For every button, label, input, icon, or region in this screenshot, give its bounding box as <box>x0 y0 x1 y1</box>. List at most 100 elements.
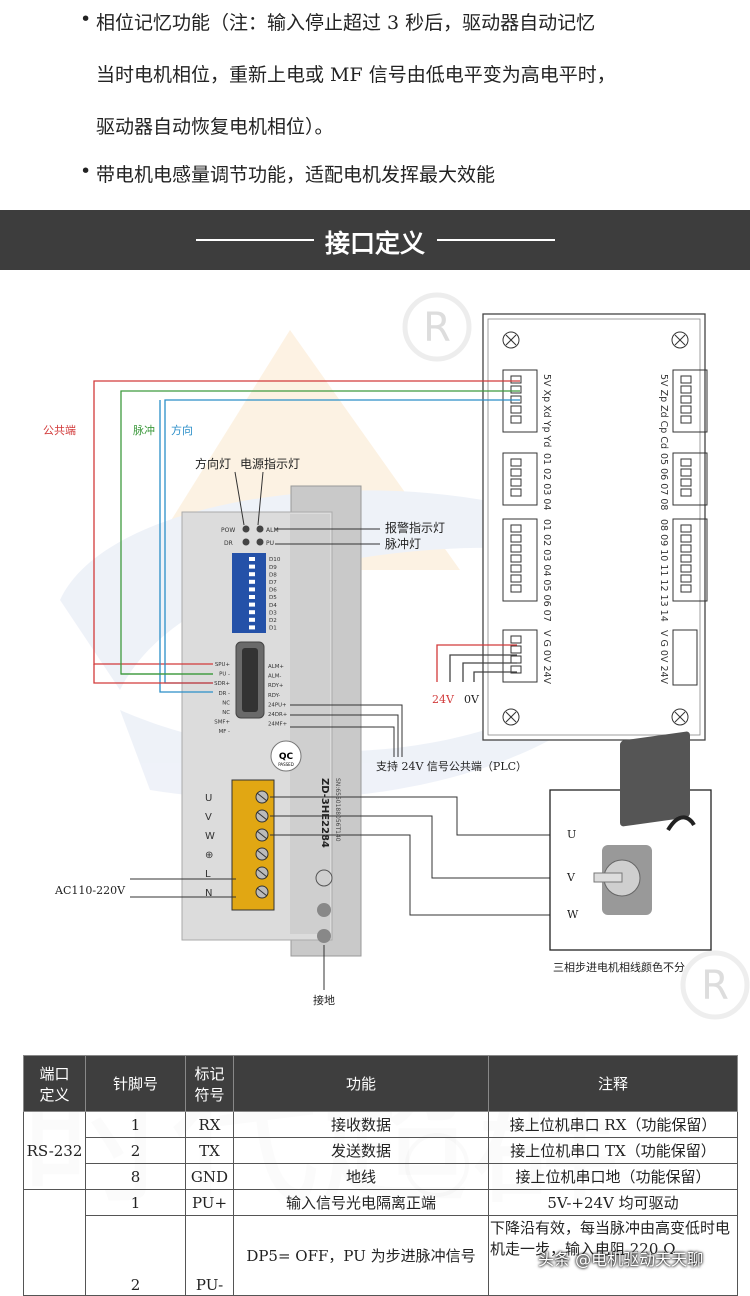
pin-label: 24DR+ <box>268 712 287 718</box>
pin-label: SPU+ <box>215 662 230 668</box>
note-cell: 接上位机串口 TX（功能保留） <box>488 1137 738 1164</box>
board-label: 08 09 10 11 12 13 14 <box>658 519 669 622</box>
registered-mark: R <box>423 305 451 351</box>
board-label: 5V Xp Xd Yp Yd <box>541 374 552 447</box>
ground-label: 接地 <box>313 994 335 1007</box>
dip-knob[interactable] <box>249 602 255 607</box>
dip-label: D8 <box>269 572 277 578</box>
header-port: 端口 定义 <box>23 1055 86 1112</box>
alm-led <box>256 525 264 533</box>
function-cell: 接收数据 <box>233 1111 489 1138</box>
dip-knob[interactable] <box>249 564 255 569</box>
banner-rule-right <box>437 239 555 241</box>
symbol-cell: GND <box>185 1163 234 1190</box>
header-note: 注释 <box>488 1055 738 1112</box>
terminal-label: ⊕ <box>205 850 213 861</box>
header-function: 功能 <box>233 1055 489 1112</box>
motor-phase-label: U <box>567 828 576 841</box>
pin-label: PU - <box>219 672 230 678</box>
terminal-label: V <box>205 812 212 823</box>
alarm-lamp-label: 报警指示灯 <box>385 520 445 535</box>
pin-label: 24MF+ <box>268 722 287 728</box>
dip-knob[interactable] <box>249 610 255 615</box>
table-row: 2 PU- DP5= OFF，PU 为步进脉冲信号 下降沿有效，每当脉冲由高变低… <box>24 1215 738 1296</box>
ground-screw-icon <box>317 929 331 943</box>
terminal-label: W <box>205 831 215 842</box>
direction-label: 方向 <box>171 423 193 437</box>
model-label: ZD-3HE2284 <box>319 778 330 848</box>
section-banner: 接口定义 <box>0 210 750 270</box>
bullet-dot: • <box>80 8 92 30</box>
pin-label: NC <box>222 710 230 716</box>
pin-label: RDY- <box>268 693 280 699</box>
function-cell: 地线 <box>233 1163 489 1190</box>
motor-phase-label: V <box>566 871 576 884</box>
pin-label: MF - <box>219 729 230 735</box>
interface-diagram: R R 5V Xp Xd Yp Yd 5V Zp Zd Cp Cd 01 02 … <box>43 292 750 1020</box>
pin-definition-table: 端口 定义 针脚号 标记 符号 功能 注释 RS-232 1 RX 接收数据 接… <box>23 1055 738 1296</box>
port-empty <box>23 1189 86 1296</box>
board-label: 05 06 07 08 <box>658 453 669 510</box>
pin-cell: 8 <box>85 1163 186 1190</box>
dip-knob[interactable] <box>249 587 255 592</box>
ground-symbol-icon <box>315 869 333 887</box>
symbol-cell: RX <box>185 1111 234 1138</box>
section-title: 接口定义 <box>324 229 425 258</box>
pin-label: ALM- <box>268 674 281 680</box>
dip-knob[interactable] <box>249 625 255 630</box>
connector-block[interactable] <box>502 369 538 433</box>
terminal-label: N <box>205 888 212 899</box>
board-label: V G 0V 24V <box>541 630 552 685</box>
terminal-board: 5V Xp Xd Yp Yd 5V Zp Zd Cp Cd 01 02 03 0… <box>482 313 708 741</box>
dir-lamp-label: 方向灯 <box>195 456 231 471</box>
function-cell: 发送数据 <box>233 1137 489 1164</box>
dip-knob[interactable] <box>249 579 255 584</box>
connector-block[interactable] <box>672 629 698 686</box>
pin-cell: 1 <box>85 1189 186 1216</box>
dip-knob[interactable] <box>249 617 255 622</box>
bullet-1-line-1: 相位记忆功能（注：输入停止超过 3 秒后，驱动器自动记忆 <box>96 12 596 34</box>
symbol-cell: TX <box>185 1137 234 1164</box>
leader-lines <box>130 471 550 990</box>
dip-label: D10 <box>269 557 281 563</box>
signal-wires <box>93 380 520 693</box>
dip-knob[interactable] <box>249 572 255 577</box>
connector-block[interactable] <box>502 518 538 602</box>
terminal-label: L <box>205 869 211 880</box>
dip-label: D7 <box>269 580 277 586</box>
dip-knob[interactable] <box>249 557 255 561</box>
dip-knob[interactable] <box>249 595 255 599</box>
dip-label: D1 <box>269 626 277 632</box>
note-cell: 5V-+24V 均可驱动 <box>488 1189 738 1216</box>
pin-label: SDR+ <box>214 681 230 687</box>
connector-block[interactable] <box>502 629 538 683</box>
qc-sub-label: PASSED <box>278 762 294 767</box>
ac-input-label: AC110-220V <box>54 884 126 897</box>
v24-label: 24V <box>432 693 455 706</box>
header-pin: 针脚号 <box>85 1055 186 1112</box>
connector-block[interactable] <box>502 452 538 506</box>
ground-screw-icon <box>317 903 331 917</box>
pin-label: SMF+ <box>214 720 230 726</box>
power-lamp-label: 电源指示灯 <box>240 456 300 471</box>
board-label: V G 0V 24V <box>658 630 669 685</box>
header-symbol: 标记 符号 <box>185 1055 234 1112</box>
v0-label: 0V <box>464 693 480 706</box>
motor-note: 三相步进电机相线颜色不分 <box>553 960 685 974</box>
connector-block[interactable] <box>672 518 708 602</box>
note-cell: 接上位机串口地（功能保留） <box>488 1163 738 1190</box>
connector-block[interactable] <box>672 452 708 506</box>
port-rs232: RS-232 <box>23 1111 86 1190</box>
pu-led <box>256 538 264 546</box>
pin-cell: 2 <box>85 1215 186 1296</box>
bullet-dot: • <box>80 160 92 182</box>
pulse-label: 脉冲 <box>133 423 155 437</box>
board-label: 01 02 03 04 <box>541 453 552 510</box>
pulse-lamp-label: 脉冲灯 <box>385 536 421 551</box>
dip-label: D6 <box>269 588 277 594</box>
banner-rule-left <box>196 239 314 241</box>
alm-label: ALM <box>266 527 279 534</box>
registered-mark: R <box>701 963 729 1009</box>
connector-block[interactable] <box>672 369 708 433</box>
